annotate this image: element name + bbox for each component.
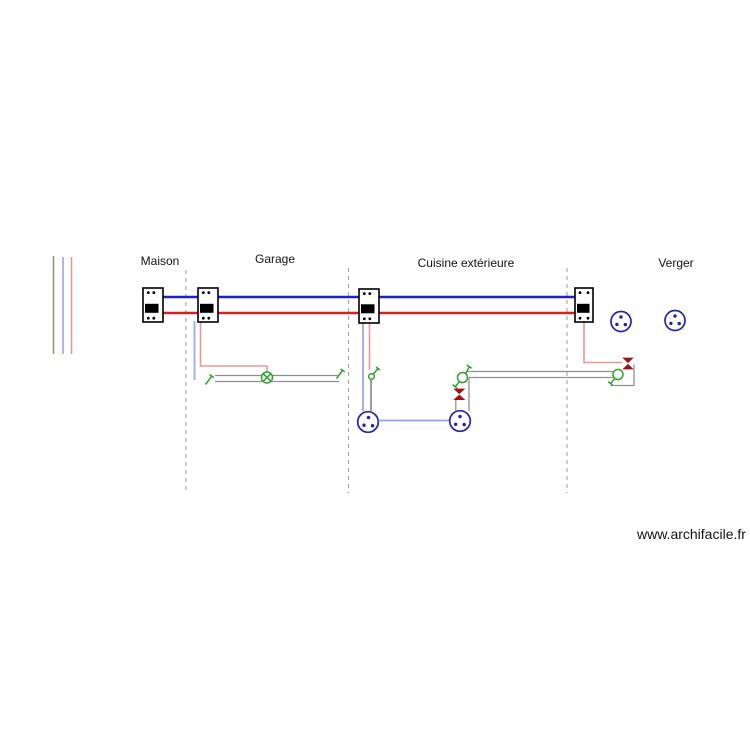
socket-body bbox=[610, 310, 632, 333]
two-way-switch-cuisine[interactable] bbox=[452, 364, 473, 389]
socket-body bbox=[664, 309, 686, 332]
wall-light-verger[interactable] bbox=[622, 357, 634, 370]
breaker-dot bbox=[146, 316, 150, 320]
socket-pin bbox=[462, 422, 466, 427]
breaker-dot bbox=[152, 316, 156, 320]
switch-garage-right[interactable] bbox=[335, 368, 346, 379]
garage-lighting-circuit bbox=[193, 321, 346, 385]
breaker-dot bbox=[362, 292, 366, 295]
switch-node bbox=[456, 371, 469, 384]
breaker-dot bbox=[152, 291, 156, 294]
socket-outlet-cuisine-2[interactable] bbox=[448, 409, 472, 433]
switch-lever bbox=[454, 381, 460, 388]
switch-lever bbox=[372, 368, 379, 375]
socket-body bbox=[356, 410, 380, 434]
socket-pin bbox=[366, 415, 371, 420]
breaker-dot bbox=[207, 291, 211, 294]
switch-node bbox=[367, 372, 376, 381]
cuisine-circuit bbox=[356, 322, 613, 434]
switch-tick bbox=[452, 384, 458, 389]
wire-segment[interactable] bbox=[610, 364, 635, 387]
socket-pin bbox=[669, 321, 673, 326]
switch-lever bbox=[335, 370, 344, 379]
switch-tick bbox=[466, 364, 473, 369]
switch-tick bbox=[375, 366, 381, 371]
breaker-dot bbox=[578, 316, 582, 320]
verger-circuit bbox=[583, 309, 686, 387]
switch-lever bbox=[464, 366, 470, 374]
socket-pin bbox=[454, 422, 458, 426]
breaker-dot bbox=[146, 291, 150, 294]
light-cross bbox=[262, 373, 272, 382]
breaker-dot bbox=[362, 317, 366, 321]
socket-pin bbox=[673, 314, 677, 318]
archifacile-watermark: www.archifacile.fr bbox=[637, 526, 746, 542]
socket-pin bbox=[370, 424, 375, 428]
breaker-bar bbox=[577, 303, 590, 313]
breaker-dot bbox=[578, 291, 582, 294]
socket-pin bbox=[619, 315, 623, 319]
switch-garage-left[interactable] bbox=[204, 373, 215, 385]
wall-light-cuisine[interactable] bbox=[453, 388, 466, 400]
zone-label-maison: Maison bbox=[140, 254, 180, 268]
wire-segment[interactable] bbox=[199, 321, 268, 372]
switch-cuisine[interactable] bbox=[367, 366, 381, 381]
switch-tick bbox=[607, 381, 614, 386]
switch-lever bbox=[204, 376, 213, 385]
circuit-breaker-garage[interactable] bbox=[197, 287, 219, 323]
zone-label-garage: Garage bbox=[254, 252, 296, 266]
breaker-dot bbox=[201, 291, 205, 294]
socket-pin bbox=[615, 322, 619, 327]
socket-outlet-cuisine-1[interactable] bbox=[356, 410, 380, 434]
breaker-bar bbox=[145, 303, 159, 313]
breaker-dot bbox=[207, 316, 211, 320]
supply-wires-legend bbox=[52, 256, 73, 354]
socket-outlet-verger-2[interactable] bbox=[664, 309, 686, 332]
socket-body bbox=[448, 409, 472, 433]
zone-label-cuisine: Cuisine extérieure bbox=[417, 256, 515, 270]
switch-node bbox=[612, 368, 624, 381]
breaker-dot bbox=[368, 292, 372, 295]
socket-pin bbox=[362, 423, 366, 427]
breaker-dot bbox=[201, 316, 205, 320]
switch-lever bbox=[610, 377, 616, 385]
breaker-dot bbox=[586, 316, 590, 320]
breaker-dot bbox=[586, 291, 590, 294]
ceiling-light-garage[interactable] bbox=[260, 371, 274, 384]
socket-pin bbox=[623, 322, 627, 327]
two-way-switch-verger[interactable] bbox=[607, 368, 624, 386]
wire-segment[interactable] bbox=[583, 321, 623, 364]
breaker-bar bbox=[200, 303, 214, 313]
circuit-breaker-cuisine[interactable] bbox=[358, 288, 380, 324]
breaker-bar bbox=[361, 304, 375, 314]
switch-tick bbox=[340, 368, 346, 373]
socket-pin bbox=[458, 414, 462, 419]
socket-pin bbox=[677, 321, 681, 326]
switch-tick bbox=[209, 373, 215, 379]
circuit-breaker-verger[interactable] bbox=[574, 287, 594, 323]
socket-outlet-verger-1[interactable] bbox=[610, 310, 632, 333]
circuit-breaker-maison[interactable] bbox=[142, 287, 164, 323]
wire-segment[interactable] bbox=[468, 376, 613, 412]
breaker-dot bbox=[368, 317, 372, 321]
zone-label-verger: Verger bbox=[658, 256, 694, 270]
